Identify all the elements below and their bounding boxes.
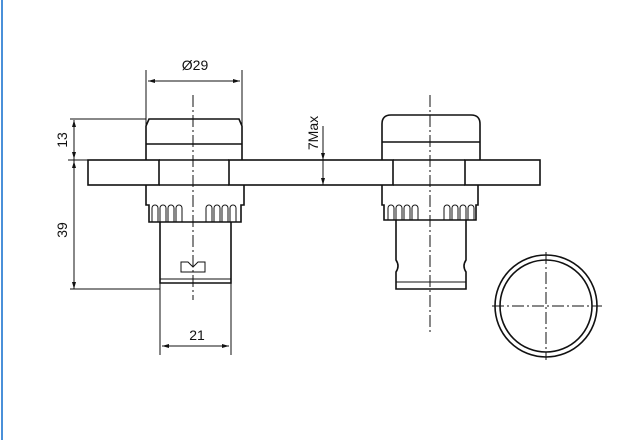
mounting-panel bbox=[87, 159, 541, 186]
right-side-view bbox=[381, 95, 481, 332]
terminal-symbol bbox=[180, 261, 206, 273]
dimension-lines bbox=[68, 70, 325, 355]
body-depth-label: 39 bbox=[54, 222, 70, 238]
left-side-view bbox=[145, 95, 245, 300]
diameter-label: Ø29 bbox=[182, 57, 209, 73]
stem-width-label: 21 bbox=[189, 327, 205, 343]
page-border bbox=[1, 0, 3, 440]
cap-height-label: 13 bbox=[54, 132, 70, 148]
front-view bbox=[492, 252, 602, 360]
panel-max-label: 7Max bbox=[305, 116, 321, 150]
